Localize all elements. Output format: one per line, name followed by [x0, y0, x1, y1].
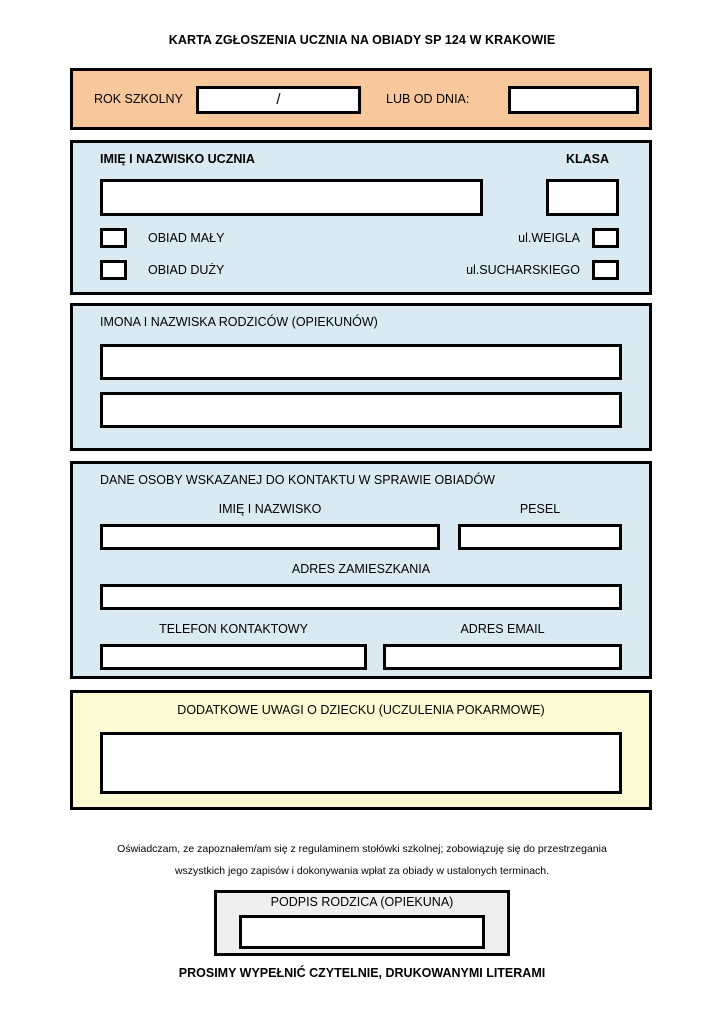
- page-title: KARTA ZGŁOSZENIA UCZNIA NA OBIADY SP 124…: [168, 33, 556, 47]
- contact-address-label: ADRES ZAMIESZKANIA: [291, 562, 431, 576]
- contact-address-input[interactable]: [100, 584, 622, 610]
- declaration-line-2: wszystkich jego zapisów i dokonywania wp…: [174, 865, 550, 877]
- contact-email-input[interactable]: [383, 644, 622, 670]
- parents-label: IMONA I NAZWISKA RODZICÓW (OPIEKUNÓW): [100, 315, 378, 329]
- label-obiad-duzy: OBIAD DUŻY: [148, 263, 225, 277]
- notes-input[interactable]: [100, 732, 622, 794]
- student-name-input[interactable]: [100, 179, 483, 216]
- signature-input[interactable]: [239, 915, 485, 949]
- parent-2-input[interactable]: [100, 392, 622, 428]
- checkbox-obiad-duzy[interactable]: [100, 260, 127, 280]
- student-class-input[interactable]: [546, 179, 619, 216]
- declaration-line-1: Oświadczam, ze zapoznałem/am się z regul…: [117, 843, 607, 855]
- contact-phone-input[interactable]: [100, 644, 367, 670]
- school-year-section: ROK SZKOLNY / LUB OD DNIA:: [70, 68, 652, 130]
- signature-section: PODPIS RODZICA (OPIEKUNA): [214, 890, 510, 956]
- student-name-label: IMIĘ I NAZWISKO UCZNIA: [100, 152, 255, 166]
- student-class-label: KLASA: [565, 152, 609, 166]
- school-year-label: ROK SZKOLNY: [94, 92, 183, 106]
- contact-email-label: ADRES EMAIL: [460, 622, 545, 636]
- student-section: IMIĘ I NAZWISKO UCZNIA KLASA OBIAD MAŁY …: [70, 140, 652, 295]
- declaration-text: Oświadczam, ze zapoznałem/am się z regul…: [72, 838, 652, 882]
- school-year-input[interactable]: /: [196, 86, 361, 114]
- contact-phone-label: TELEFON KONTAKTOWY: [159, 622, 308, 636]
- notes-label: DODATKOWE UWAGI O DZIECKU (UCZULENIA POK…: [177, 703, 545, 717]
- contact-heading: DANE OSOBY WSKAZANEJ DO KONTAKTU W SPRAW…: [100, 473, 495, 487]
- parent-1-input[interactable]: [100, 344, 622, 380]
- contact-section: DANE OSOBY WSKAZANEJ DO KONTAKTU W SPRAW…: [70, 461, 652, 679]
- from-date-input[interactable]: [508, 86, 639, 114]
- notes-section: DODATKOWE UWAGI O DZIECKU (UCZULENIA POK…: [70, 690, 652, 810]
- parents-section: IMONA I NAZWISKA RODZICÓW (OPIEKUNÓW): [70, 303, 652, 451]
- checkbox-ul-weigla[interactable]: [592, 228, 619, 248]
- label-ul-sucharskiego: ul.SUCHARSKIEGO: [466, 263, 580, 277]
- label-ul-weigla: ul.WEIGLA: [518, 231, 580, 245]
- footer-note: PROSIMY WYPEŁNIĆ CZYTELNIE, DRUKOWANYMI …: [178, 966, 546, 980]
- label-obiad-maly: OBIAD MAŁY: [148, 231, 225, 245]
- contact-name-input[interactable]: [100, 524, 440, 550]
- checkbox-ul-sucharskiego[interactable]: [592, 260, 619, 280]
- contact-pesel-label: PESEL: [519, 502, 561, 516]
- contact-pesel-input[interactable]: [458, 524, 622, 550]
- signature-label: PODPIS RODZICA (OPIEKUNA): [270, 895, 454, 909]
- contact-name-label: IMIĘ I NAZWISKO: [218, 502, 322, 516]
- from-date-label: LUB OD DNIA:: [386, 92, 470, 106]
- checkbox-obiad-maly[interactable]: [100, 228, 127, 248]
